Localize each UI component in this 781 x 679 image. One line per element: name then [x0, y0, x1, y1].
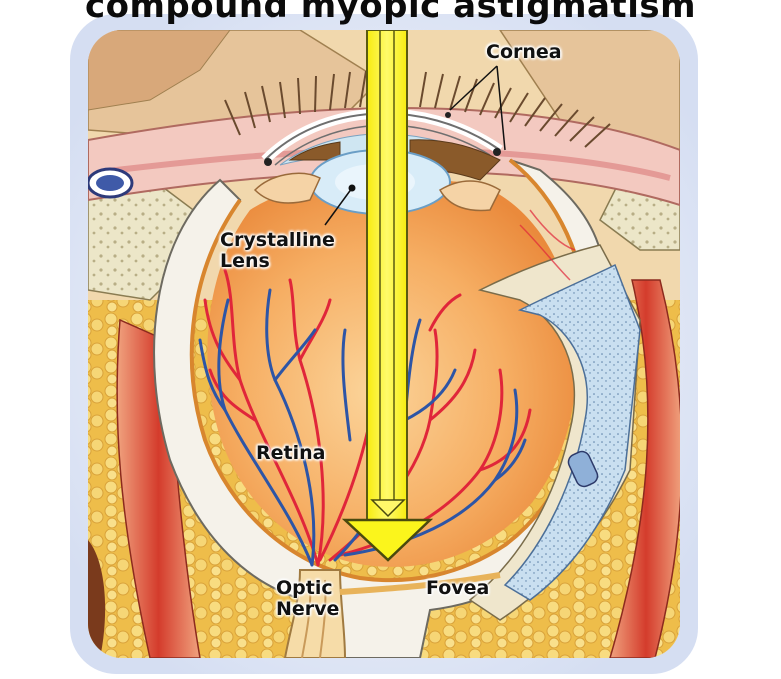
label-optic-line1: Optic — [276, 577, 333, 599]
label-cornea-text: Cornea — [486, 41, 562, 63]
leader-lines — [324, 65, 506, 226]
label-retina: Retina — [256, 443, 325, 464]
label-optic-nerve: Optic Nerve — [276, 578, 339, 620]
ciliary-body-left — [253, 172, 321, 204]
label-optic-line2: Nerve — [276, 598, 340, 620]
sclera-cross-section — [503, 263, 641, 601]
label-lens-line1: Crystalline — [220, 229, 335, 251]
label-lens-line2: Lens — [220, 250, 270, 272]
extraocular-muscle-right — [609, 279, 680, 658]
eyelashes — [224, 70, 611, 148]
label-fovea: Fovea — [426, 578, 489, 599]
light-ray-arrow — [341, 30, 434, 562]
label-crystalline-lens: Crystalline Lens — [220, 230, 335, 272]
diagram-title: compound myopic astigmatism — [84, 0, 697, 26]
label-retina-text: Retina — [256, 442, 326, 464]
label-fovea-text: Fovea — [426, 577, 490, 599]
ciliary-body-right — [438, 180, 501, 212]
label-cornea: Cornea — [486, 42, 562, 63]
